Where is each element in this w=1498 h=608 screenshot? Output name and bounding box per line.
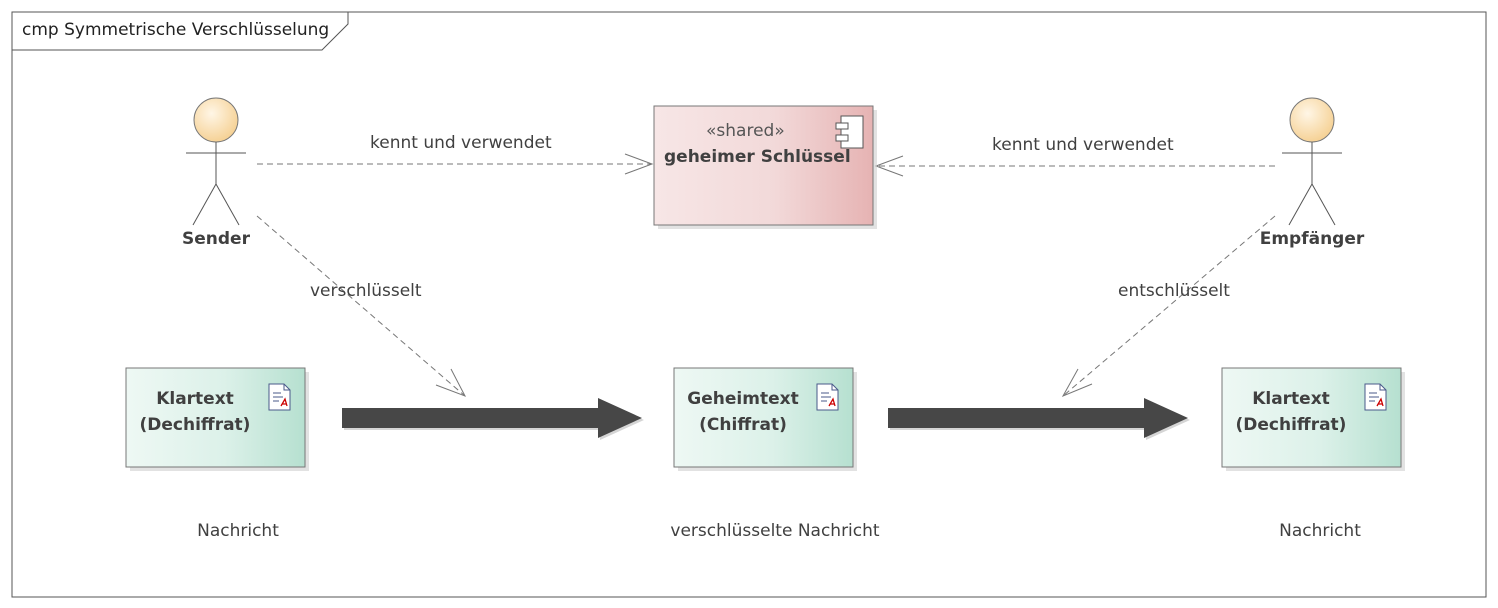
artifact-1-caption: Nachricht: [197, 521, 279, 541]
actor-sender-label: Sender: [182, 229, 250, 249]
artifact-3-text: Klartext (Dechiffrat): [1232, 386, 1350, 438]
artifact-3-caption: Nachricht: [1279, 521, 1361, 541]
dependency-encrypt: [256, 215, 466, 397]
component-stereotype: «shared»: [706, 121, 785, 141]
diagram-frame: [11, 11, 1487, 598]
component-name: geheimer Schlüssel: [664, 147, 851, 167]
artifact-3-line2: (Dechiffrat): [1235, 415, 1347, 435]
frame-title-tab: [12, 12, 349, 51]
document-icon: [268, 383, 291, 411]
dependency-decrypt-arrowhead: [1061, 368, 1093, 398]
artifact-2-line1: Geheimtext: [687, 389, 799, 409]
dependency-sender-key-arrowhead: [624, 153, 654, 175]
relation-decrypt-label: entschlüsselt: [1118, 281, 1230, 301]
flow-arrow-1: [342, 398, 644, 440]
artifact-2-text: Geheimtext (Chiffrat): [684, 386, 802, 438]
flow-arrow-2: [888, 398, 1190, 440]
actor-sender-figure: [186, 97, 246, 226]
artifact-1-text: Klartext (Dechiffrat): [136, 386, 254, 438]
artifact-2-caption: verschlüsselte Nachricht: [670, 521, 880, 541]
document-icon: [816, 383, 839, 411]
relation-encrypt-label: verschlüsselt: [310, 281, 422, 301]
artifact-2-line2: (Chiffrat): [699, 415, 787, 435]
dependency-encrypt-arrowhead: [435, 368, 467, 397]
artifact-3-line1: Klartext: [1252, 389, 1330, 409]
actor-receiver-figure: [1282, 97, 1342, 226]
artifact-1-line1: Klartext: [156, 389, 234, 409]
dependency-decrypt: [1062, 215, 1276, 397]
component-icon: [835, 115, 864, 149]
relation-sender-key-label: kennt und verwendet: [370, 133, 552, 153]
document-icon: [1364, 383, 1387, 411]
relation-receiver-key-label: kennt und verwendet: [992, 135, 1174, 155]
actor-receiver-label: Empfänger: [1259, 229, 1365, 249]
artifact-1-line2: (Dechiffrat): [139, 415, 251, 435]
frame-title: cmp Symmetrische Verschlüsselung: [22, 20, 330, 40]
